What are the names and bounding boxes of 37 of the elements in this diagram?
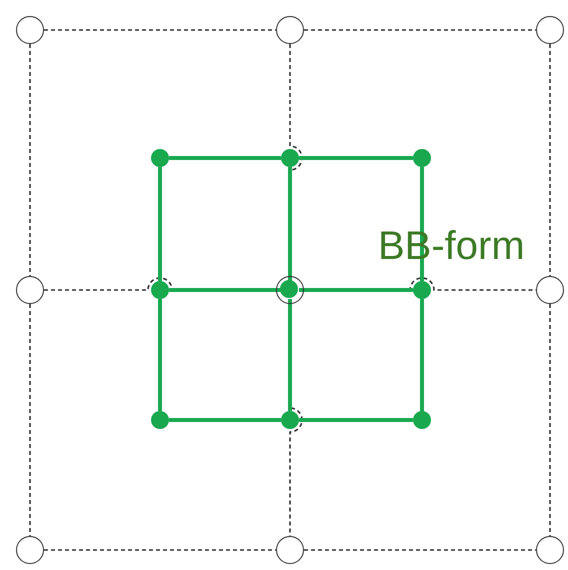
open-circle xyxy=(16,16,44,44)
open-circle xyxy=(536,276,564,304)
dashed-line xyxy=(29,44,31,276)
dashed-line xyxy=(44,29,276,31)
open-circle xyxy=(276,276,304,304)
filled-dot xyxy=(280,280,298,298)
filled-dot xyxy=(151,149,169,167)
filled-dot xyxy=(413,281,431,299)
open-circle xyxy=(16,276,44,304)
solid-line xyxy=(420,299,424,411)
dashed-line xyxy=(304,549,536,551)
filled-dot xyxy=(281,411,299,429)
dashed-line xyxy=(304,29,536,31)
solid-line xyxy=(158,167,162,281)
solid-line xyxy=(288,167,292,281)
filled-dot xyxy=(413,149,431,167)
solid-line xyxy=(169,156,281,160)
open-circle xyxy=(276,16,304,44)
solid-line xyxy=(288,299,292,411)
open-circle xyxy=(536,16,564,44)
open-circle xyxy=(16,536,44,564)
filled-dot xyxy=(413,411,431,429)
open-circle xyxy=(276,536,304,564)
dashed-line xyxy=(549,44,551,276)
dashed-line xyxy=(549,304,551,536)
solid-line xyxy=(169,418,281,422)
filled-dot xyxy=(281,149,299,167)
solid-line xyxy=(299,418,413,422)
solid-line xyxy=(158,299,162,411)
dashed-line xyxy=(44,549,276,551)
solid-line xyxy=(169,288,281,292)
filled-dot xyxy=(151,411,169,429)
solid-line xyxy=(299,288,413,292)
dashed-line xyxy=(29,304,31,536)
open-circle xyxy=(536,536,564,564)
filled-dot xyxy=(151,281,169,299)
solid-line xyxy=(299,156,413,160)
